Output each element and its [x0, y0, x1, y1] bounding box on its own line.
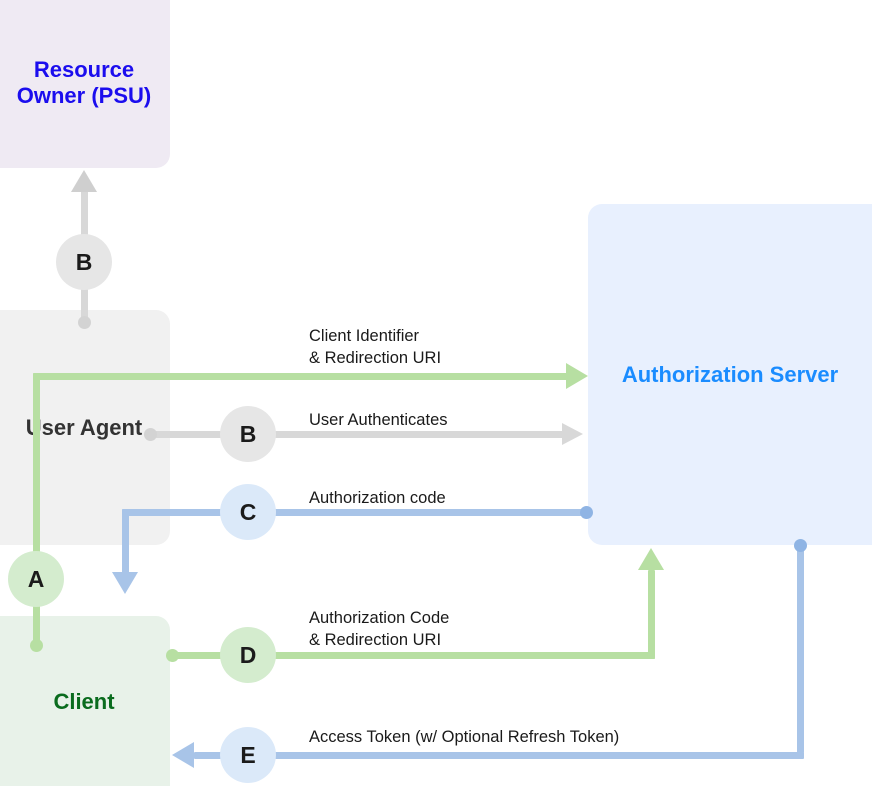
node-resource-owner-label: Resource Owner (PSU)	[16, 57, 152, 108]
edge-label-c: Authorization code	[309, 489, 446, 507]
step-badge-e-letter: E	[240, 741, 256, 768]
node-authorization-server[interactable]: Authorization Server	[588, 204, 872, 545]
connector-d-horizontal	[172, 652, 655, 659]
connector-c-vertical	[122, 509, 129, 574]
connector-d-arrowhead-icon	[638, 548, 664, 570]
node-resource-owner[interactable]: Resource Owner (PSU)	[0, 0, 170, 168]
edge-label-e: Access Token (w/ Optional Refresh Token)	[309, 728, 620, 746]
connector-c-horizontal	[122, 509, 587, 516]
connector-c-arrowhead-icon	[112, 572, 138, 594]
connector-d-vertical	[648, 570, 655, 659]
step-badge-d-letter: D	[239, 641, 257, 668]
connector-e-horizontal	[194, 752, 804, 759]
step-badge-c-letter: C	[239, 498, 257, 525]
connector-b-arrowhead-icon	[562, 423, 583, 445]
step-badge-a-letter: A	[27, 565, 45, 592]
node-client[interactable]: Client	[0, 616, 170, 786]
connector-a-arrowhead-icon	[566, 363, 588, 389]
node-client-label: Client	[53, 689, 115, 715]
step-badge-b-resource-owner[interactable]: B	[56, 234, 112, 290]
node-user-agent-label: User Agent	[25, 414, 143, 440]
connector-b-origin-dot-icon	[144, 428, 157, 441]
connector-c-origin-dot-icon	[580, 506, 593, 519]
step-badge-b-resource-owner-letter: B	[75, 248, 93, 275]
connector-a-horizontal	[33, 373, 568, 380]
edge-label-a: Client Identifier & Redirection URI	[309, 327, 442, 367]
node-authorization-server-label: Authorization Server	[621, 361, 839, 387]
edge-label-d: Authorization Code & Redirection URI	[309, 609, 450, 649]
connector-e-vertical	[797, 545, 804, 753]
connector-b-resource-owner-origin-dot-icon	[78, 316, 91, 329]
step-badge-e[interactable]: E	[220, 727, 276, 783]
connector-d-origin-dot-icon	[166, 649, 179, 662]
connector-b-line	[150, 431, 563, 438]
node-user-agent[interactable]: User Agent	[0, 310, 170, 545]
connector-a-vertical	[33, 373, 40, 645]
edge-label-b: User Authenticates	[309, 411, 448, 429]
step-badge-a[interactable]: A	[8, 551, 64, 607]
connector-e-origin-dot-icon	[794, 539, 807, 552]
step-badge-d[interactable]: D	[220, 627, 276, 683]
step-badge-b-letter: B	[239, 420, 257, 447]
step-badge-c[interactable]: C	[220, 484, 276, 540]
connector-b-resource-owner-arrowhead-icon	[71, 170, 97, 192]
connector-e-arrowhead-icon	[172, 742, 194, 768]
connector-a-origin-dot-icon	[30, 639, 43, 652]
step-badge-b[interactable]: B	[220, 406, 276, 462]
